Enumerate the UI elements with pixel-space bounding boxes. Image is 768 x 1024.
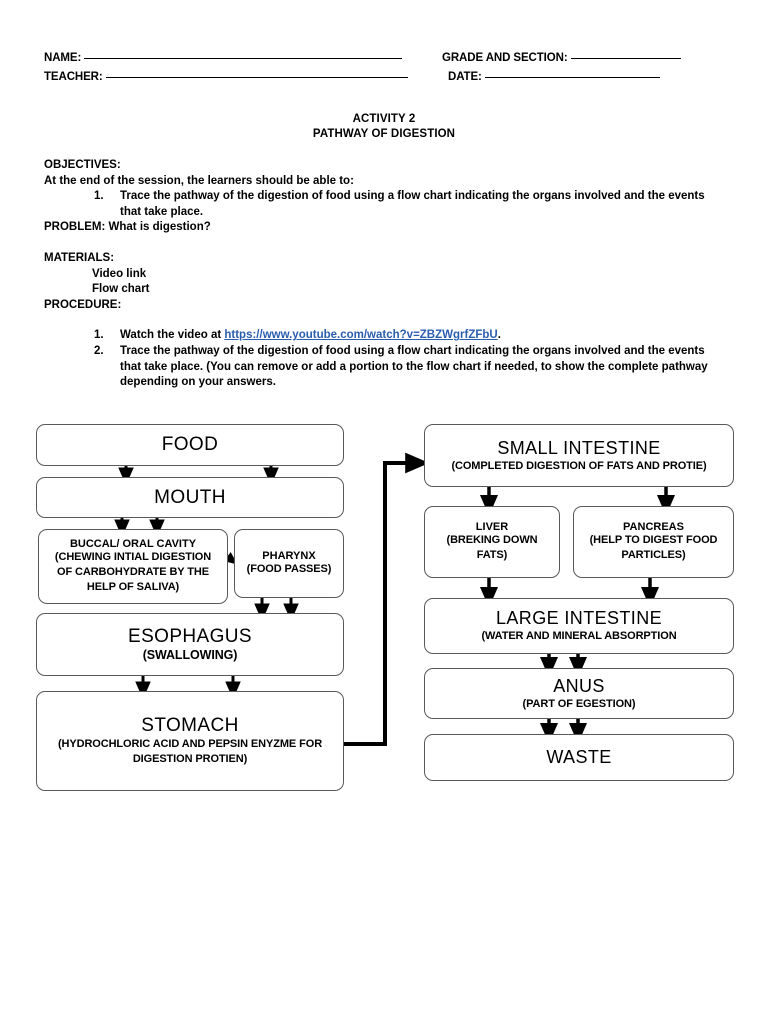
student-info-header: NAME: GRADE AND SECTION: TEACHER: DATE:	[44, 52, 724, 90]
flow-node-mouth-title: MOUTH	[154, 486, 226, 508]
edge-stomach-small-intestine	[344, 452, 430, 746]
flow-node-anus[interactable]: ANUS (PART OF EGESTION)	[424, 668, 734, 719]
teacher-input[interactable]	[105, 77, 408, 78]
flow-node-pharynx-title: PHARYNX	[262, 550, 316, 562]
flow-node-anus-title: ANUS	[553, 675, 605, 696]
flow-node-food[interactable]: FOOD	[36, 424, 344, 466]
flow-node-waste-title: WASTE	[546, 747, 612, 767]
flow-node-buccal-title: BUCCAL/ ORAL CAVITY	[69, 538, 197, 550]
activity-title: ACTIVITY 2 PATHWAY OF DIGESTION	[0, 112, 768, 142]
activity-number: ACTIVITY 2	[352, 113, 416, 125]
procedure-item-1-pre: Watch the video at	[120, 329, 225, 342]
flow-node-anus-subtitle: (PART OF EGESTION)	[522, 697, 636, 710]
flow-node-esophagus[interactable]: ESOPHAGUS (SWALLOWING)	[36, 613, 344, 676]
header-row-teacher: TEACHER: DATE:	[44, 71, 724, 90]
flow-node-large-intestine-title: LARGE INTESTINE	[495, 608, 663, 628]
flow-node-pharynx-subtitle: (FOOD PASSES)	[246, 563, 332, 575]
teacher-label: TEACHER:	[44, 71, 103, 83]
flow-node-liver-subtitle: (BREKING DOWN FATS)	[446, 534, 538, 561]
flow-node-large-intestine[interactable]: LARGE INTESTINE (WATER AND MINERAL ABSOR…	[424, 598, 734, 654]
objectives-item-number: 1.	[94, 190, 104, 203]
flow-node-esophagus-title: ESOPHAGUS	[128, 626, 252, 647]
procedure-item-2-number: 2.	[94, 344, 104, 357]
flow-node-food-title: FOOD	[161, 434, 219, 455]
procedure-item-1-number: 1.	[94, 329, 104, 342]
flow-node-buccal-oral-cavity[interactable]: BUCCAL/ ORAL CAVITY (CHEWING INTIAL DIGE…	[38, 529, 228, 604]
flow-node-stomach-title: STOMACH	[141, 715, 239, 736]
flow-node-small-intestine-subtitle: (COMPLETED DIGESTION OF FATS AND PROTIE)	[451, 459, 707, 472]
flow-node-pancreas[interactable]: PANCREAS (HELP TO DIGEST FOOD PARTICLES)	[573, 506, 734, 578]
flow-node-pancreas-title: PANCREAS	[623, 521, 684, 533]
procedure-item-1-post: .	[497, 329, 501, 342]
grade-input[interactable]	[570, 58, 681, 59]
name-field-group: NAME:	[44, 52, 442, 64]
flow-node-pancreas-subtitle: (HELP TO DIGEST FOOD PARTICLES)	[589, 534, 718, 561]
procedure-list-item-2: 2. Trace the pathway of the digestion of…	[44, 344, 724, 391]
materials-item-video-link: Video link	[92, 267, 147, 280]
flow-node-stomach-subtitle: (HYDROCHLORIC ACID AND PEPSIN ENYZME FOR…	[57, 738, 323, 765]
objectives-item-text: Trace the pathway of the digestion of fo…	[120, 190, 705, 218]
procedure-list: 1. Watch the video at https://www.youtub…	[44, 328, 724, 390]
problem-statement: PROBLEM: What is digestion?	[44, 221, 211, 234]
teacher-field-group: TEACHER:	[44, 71, 442, 83]
procedure-item-2-text: Trace the pathway of the digestion of fo…	[120, 344, 708, 389]
grade-label: GRADE AND SECTION:	[442, 52, 568, 64]
name-label: NAME:	[44, 52, 82, 64]
grade-field-group: GRADE AND SECTION:	[442, 52, 681, 64]
worksheet-body: OBJECTIVES: At the end of the session, t…	[44, 158, 724, 391]
flow-node-small-intestine[interactable]: SMALL INTESTINE (COMPLETED DIGESTION OF …	[424, 424, 734, 487]
materials-heading: MATERIALS:	[44, 251, 115, 264]
date-field-group: DATE:	[442, 71, 660, 83]
flow-node-liver[interactable]: LIVER (BREKING DOWN FATS)	[424, 506, 560, 578]
date-input[interactable]	[484, 77, 660, 78]
name-input[interactable]	[84, 58, 403, 59]
flow-node-mouth[interactable]: MOUTH	[36, 477, 344, 518]
flow-node-buccal-subtitle: (CHEWING INTIAL DIGESTION OF CARBOHYDRAT…	[54, 551, 212, 593]
flow-node-waste[interactable]: WASTE	[424, 734, 734, 781]
objectives-heading: OBJECTIVES:	[44, 159, 121, 171]
activity-name: PATHWAY OF DIGESTION	[312, 128, 456, 140]
objectives-list-item: 1. Trace the pathway of the digestion of…	[44, 189, 724, 220]
procedure-heading: PROCEDURE:	[44, 298, 122, 311]
flow-node-large-intestine-subtitle: (WATER AND MINERAL ABSORPTION	[481, 630, 677, 642]
spacer	[44, 236, 724, 251]
materials-item-flow-chart: Flow chart	[92, 283, 150, 296]
objectives-list: 1. Trace the pathway of the digestion of…	[44, 189, 724, 220]
flow-node-small-intestine-title: SMALL INTESTINE	[497, 437, 661, 458]
spacer	[44, 313, 724, 328]
date-label: DATE:	[448, 71, 482, 83]
flow-node-esophagus-subtitle: (SWALLOWING)	[142, 648, 238, 662]
flow-node-stomach[interactable]: STOMACH (HYDROCHLORIC ACID AND PEPSIN EN…	[36, 691, 344, 791]
youtube-video-link[interactable]: https://www.youtube.com/watch?v=ZBZWgrfZ…	[224, 329, 498, 342]
flow-node-liver-title: LIVER	[475, 521, 509, 533]
procedure-list-item-1: 1. Watch the video at https://www.youtub…	[44, 328, 724, 344]
header-row-name: NAME: GRADE AND SECTION:	[44, 52, 724, 71]
flow-node-pharynx[interactable]: PHARYNX (FOOD PASSES)	[234, 529, 344, 598]
objectives-intro: At the end of the session, the learners …	[44, 174, 354, 187]
